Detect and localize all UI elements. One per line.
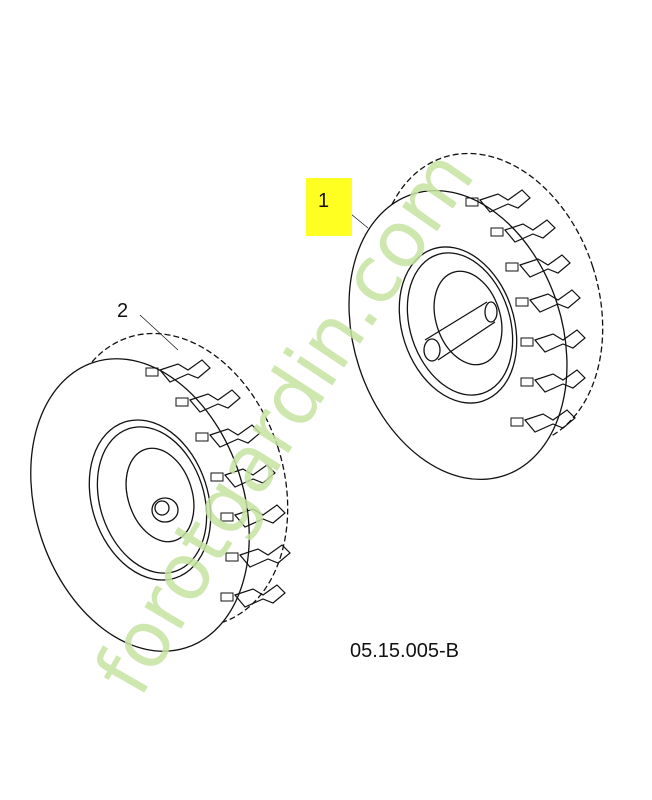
callout-highlight (306, 178, 352, 236)
hub-1 (398, 246, 518, 404)
callout-1: 1 (318, 190, 330, 212)
callout-2: 2 (117, 300, 129, 322)
wheel-1 (339, 152, 604, 481)
drawing-code: 05.15.005-B (350, 640, 459, 662)
wheel-2 (30, 314, 291, 652)
axle-1 (423, 301, 498, 362)
hub-2 (88, 419, 212, 581)
leader-line-2 (139, 314, 179, 351)
